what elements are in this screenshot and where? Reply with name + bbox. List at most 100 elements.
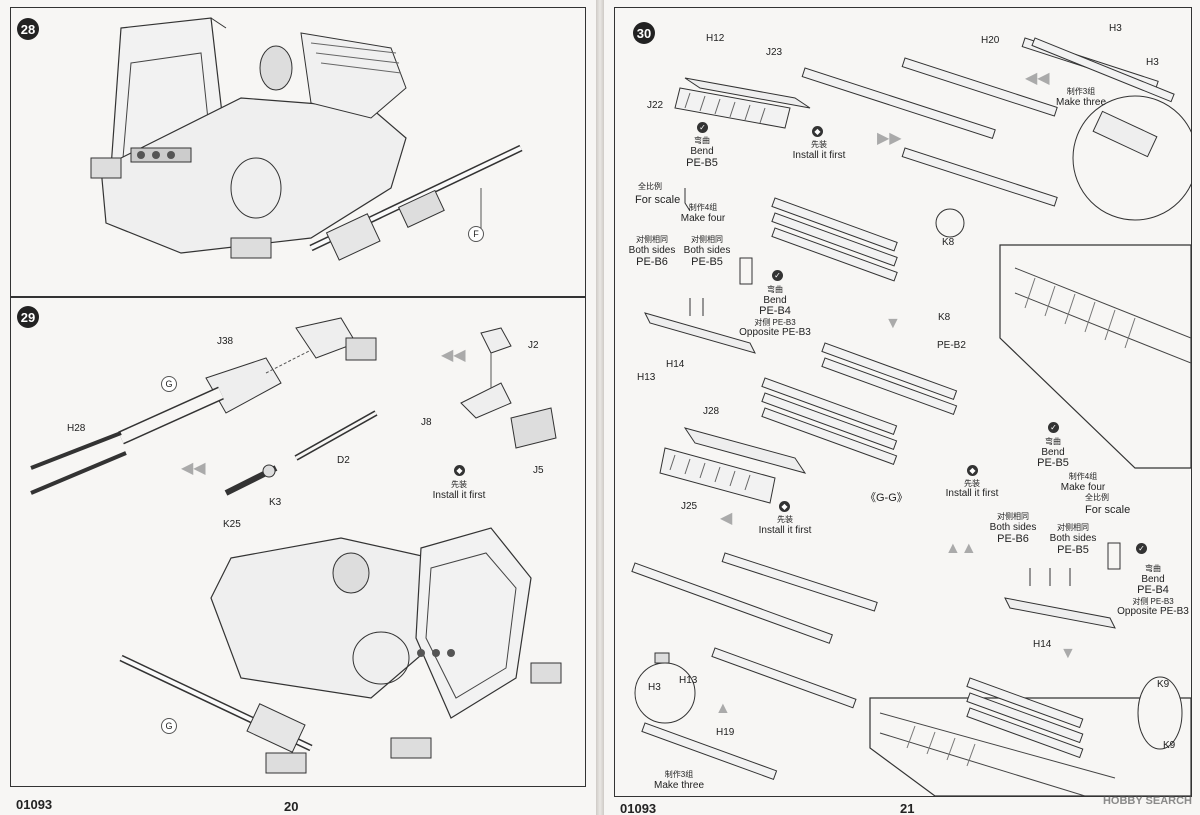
part-label-j2: J2	[528, 340, 539, 351]
part-label-j23: J23	[766, 47, 783, 58]
scale-cn-a: 全比例	[638, 182, 662, 191]
right-page: 30	[604, 0, 1200, 815]
bend-icon: ✓	[697, 122, 708, 133]
part-label-d2: D2	[337, 455, 350, 466]
svg-text:▼: ▼	[885, 315, 901, 332]
opposite-cn-a: 对侧 PE-B3	[754, 318, 796, 327]
left-page: 28 F 29	[0, 0, 596, 815]
both-sides-en-c: Both sides	[989, 522, 1037, 533]
part-label-j38: J38	[217, 336, 234, 347]
turret-assembly-illustration	[90, 17, 523, 261]
part-label-h3-b: H3	[1146, 57, 1159, 68]
pe-b5-a: PE-B5	[686, 157, 718, 169]
bend-en-d: Bend	[1141, 574, 1165, 585]
part-label-h3-a: H3	[1109, 23, 1122, 34]
make-four-cn-a: 制作4组	[688, 203, 718, 212]
ammo-feed-illustration: ▶▶ ◀◀ ▼ ▲▲ ◀ ▲ ▼	[631, 37, 1191, 796]
scale-en-b: For scale	[1085, 504, 1131, 516]
pe-b6-b: PE-B6	[997, 533, 1029, 545]
both-sides-cn-b: 对侧相同	[691, 235, 723, 244]
bend-cn-a: 弯曲	[694, 136, 710, 145]
install-first-icon: ◆	[967, 465, 978, 476]
step-28-panel: 28 F	[10, 7, 586, 297]
part-label-h14-b: H14	[1033, 639, 1052, 650]
install-first-cn-c: 先装	[964, 479, 980, 488]
make-four-en-b: Make four	[1060, 482, 1106, 493]
svg-text:◀◀: ◀◀	[181, 460, 206, 477]
install-first-icon: ◆	[454, 465, 465, 476]
part-label-k8-a: K8	[942, 237, 955, 248]
page-number: 21	[900, 801, 915, 815]
svg-text:▲▲: ▲▲	[945, 540, 977, 557]
both-sides-cn-d: 对侧相同	[1057, 523, 1089, 532]
part-label-k3: K3	[269, 497, 282, 508]
callout-circle-g-top: G	[161, 376, 177, 392]
install-first-cn-b: 先装	[777, 515, 793, 524]
pe-b6-a: PE-B6	[636, 256, 668, 268]
callout-circle-g-bottom: G	[161, 718, 177, 734]
bend-icon: ✓	[772, 270, 783, 281]
opposite-cn-b: 对侧 PE-B3	[1132, 597, 1174, 606]
part-label-k9-b: K9	[1163, 740, 1176, 751]
make-three-cn-top: 制作3组	[1066, 87, 1096, 96]
pe-b5-b: PE-B5	[691, 256, 723, 268]
part-label-h13-b: H13	[679, 675, 698, 686]
step-number: 29	[17, 306, 39, 328]
part-label-k25: K25	[223, 519, 241, 530]
step-30-panel: 30	[614, 7, 1192, 797]
make-four-cn-b: 制作4组	[1068, 472, 1098, 481]
install-first-icon: ◆	[812, 126, 823, 137]
product-code: 01093	[620, 801, 657, 815]
part-label-j8: J8	[421, 417, 432, 428]
svg-text:▼: ▼	[1060, 645, 1076, 662]
bend-cn-c: 弯曲	[1045, 437, 1061, 446]
part-label-k9-a: K9	[1157, 679, 1170, 690]
scale-cn-b: 全比例	[1085, 493, 1109, 502]
part-label-h14-a: H14	[666, 359, 685, 370]
step-number: 30	[633, 22, 655, 44]
svg-text:◀◀: ◀◀	[441, 347, 466, 364]
pe-b5-d: PE-B5	[1057, 544, 1089, 556]
pe-b4-a: PE-B4	[759, 305, 791, 317]
part-label-h28: H28	[67, 423, 86, 434]
part-label-h20: H20	[981, 35, 1000, 46]
gun-assembly-illustration: ◀◀ ◀◀	[30, 317, 562, 774]
product-code: 01093	[16, 797, 53, 812]
part-label-k8-b: K8	[938, 312, 951, 323]
pe-b4-b: PE-B4	[1137, 584, 1169, 596]
install-first-icon: ◆	[779, 501, 790, 512]
callout-circle: F	[468, 226, 484, 242]
bend-icon: ✓	[1136, 543, 1147, 554]
both-sides-cn-c: 对侧相同	[997, 512, 1029, 521]
part-label-pe-b2: PE-B2	[937, 340, 966, 351]
scale-en-a: For scale	[635, 194, 681, 206]
make-four-en-a: Make four	[680, 213, 726, 224]
install-first-cn-top: 先装	[811, 140, 827, 149]
watermark: HOBBY SEARCH	[1102, 795, 1192, 807]
bend-cn-d: 弯曲	[1145, 564, 1161, 573]
svg-text:▲: ▲	[715, 700, 731, 717]
install-first-en-top: Install it first	[792, 150, 846, 161]
bend-en-a: Bend	[690, 146, 714, 157]
install-first-en: Install it first	[432, 490, 486, 501]
svg-text:▶▶: ▶▶	[877, 130, 902, 147]
part-label-h19: H19	[716, 727, 735, 738]
part-label-j28: J28	[703, 406, 720, 417]
both-sides-en-a: Both sides	[628, 245, 676, 256]
pe-b5-c: PE-B5	[1037, 457, 1069, 469]
install-first-en-b: Install it first	[758, 525, 812, 536]
both-sides-cn-a: 对侧相同	[636, 235, 668, 244]
part-label-h13-a: H13	[637, 372, 656, 383]
part-label-h3-c: H3	[648, 682, 661, 693]
both-sides-en-d: Both sides	[1049, 533, 1097, 544]
part-label-h12: H12	[706, 33, 725, 44]
svg-text:◀◀: ◀◀	[1025, 70, 1050, 87]
make-three-en-top: Make three	[1055, 97, 1107, 108]
page-number: 20	[284, 799, 299, 814]
part-label-j22: J22	[647, 100, 664, 111]
book-gutter	[596, 0, 604, 815]
install-first-cn: 先装	[451, 480, 467, 489]
part-label-j5: J5	[533, 465, 544, 476]
install-first-en-c: Install it first	[945, 488, 999, 499]
svg-text:◀: ◀	[720, 510, 733, 527]
